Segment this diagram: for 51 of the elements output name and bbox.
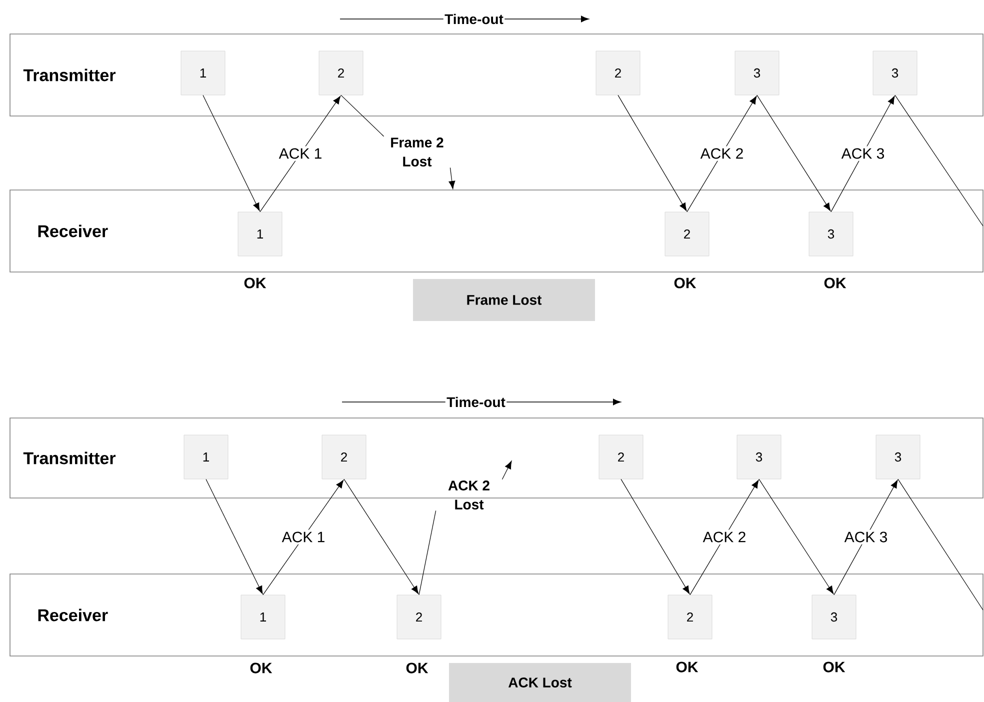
arrow <box>758 478 834 594</box>
arrow <box>202 94 260 212</box>
frame-box: 3 <box>872 50 918 96</box>
arrow <box>502 460 512 480</box>
time-label: Time-out <box>446 396 506 408</box>
status-label: OK <box>250 662 272 674</box>
edge-label: ACK 2 <box>700 530 748 544</box>
arrow <box>830 96 895 212</box>
frame-box: 2 <box>664 212 710 256</box>
frame-box: 2 <box>396 594 442 640</box>
status-label: OK <box>406 662 428 674</box>
frame-box: 2 <box>668 594 712 640</box>
status-label: OK <box>676 662 698 672</box>
status-label: OK <box>823 662 846 672</box>
frame-box: 1 <box>180 50 226 96</box>
result-banner: Frame Lost <box>413 279 595 321</box>
edge-label: ACK 3 <box>839 146 887 161</box>
loss-note: Frame 2 Lost <box>391 138 444 166</box>
frame-box: 1 <box>184 434 228 480</box>
edge-label: ACK 1 <box>276 146 324 161</box>
arrow <box>756 94 831 212</box>
status-label: OK <box>824 278 846 288</box>
frame-box: 2 <box>596 50 640 96</box>
edge-label: ACK 1 <box>280 530 328 544</box>
frame-box: 3 <box>734 50 780 96</box>
arrow <box>834 480 898 596</box>
frame-box: 2 <box>598 434 644 480</box>
edge-label: ACK 3 <box>842 530 890 544</box>
arrow <box>690 480 759 596</box>
frame-box: 2 <box>318 50 364 96</box>
result-banner: ACK Lost <box>449 663 631 702</box>
arrow <box>448 167 456 190</box>
loss-note: ACK 2 Lost <box>448 480 490 510</box>
time-label: Time-out <box>444 14 504 24</box>
frame-box: 3 <box>808 212 854 256</box>
frame-box: 1 <box>240 594 286 640</box>
frame-box: 3 <box>876 434 920 480</box>
status-label: OK <box>674 278 696 288</box>
status-label: OK <box>244 278 266 288</box>
arrow <box>618 94 687 212</box>
frame-box: 3 <box>812 594 856 640</box>
frame-box: 2 <box>322 434 366 480</box>
frame-box: 3 <box>736 434 782 480</box>
arrow <box>686 96 757 212</box>
arrow <box>206 478 263 594</box>
arrow <box>262 480 344 596</box>
edge-label: ACK 2 <box>698 146 746 161</box>
arrow <box>620 478 690 594</box>
arrow <box>344 478 419 594</box>
frame-box: 1 <box>238 212 282 256</box>
arrow <box>260 96 341 212</box>
